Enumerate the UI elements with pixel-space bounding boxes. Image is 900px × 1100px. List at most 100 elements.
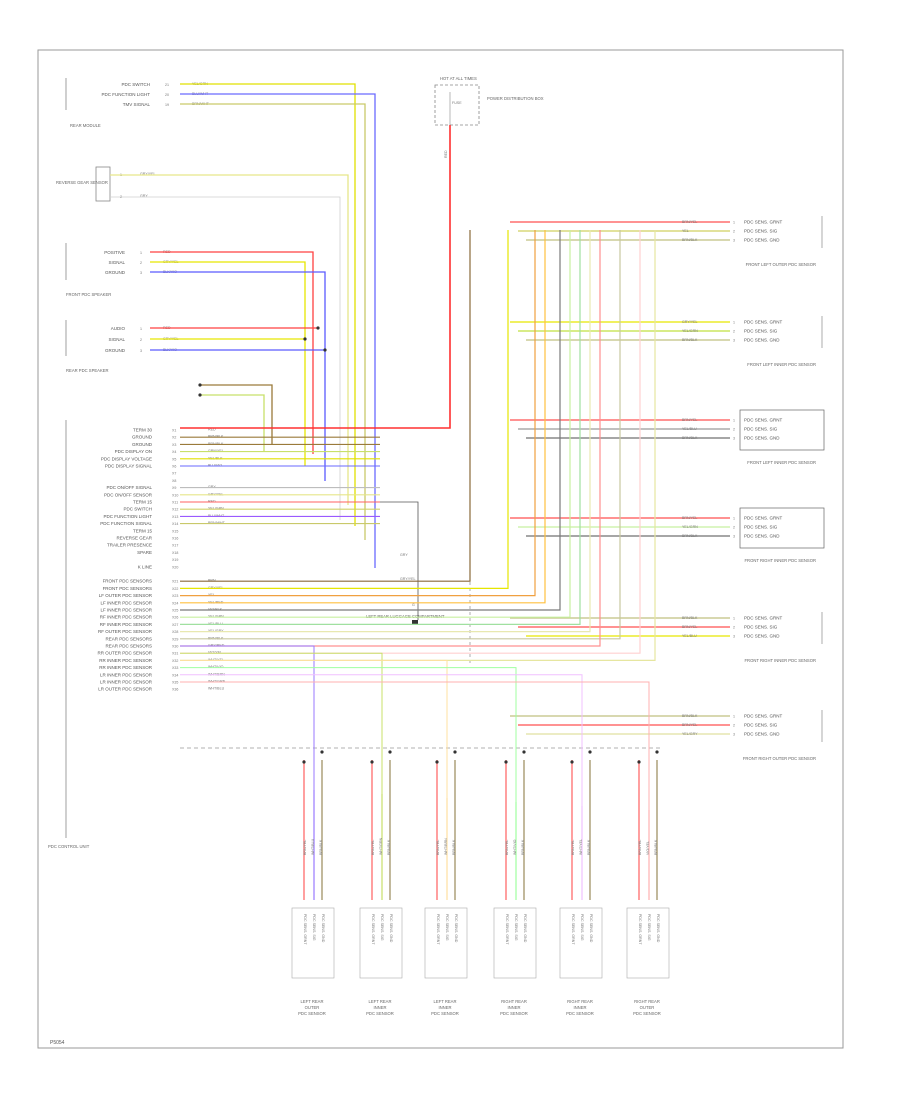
right-sensor-box xyxy=(739,409,825,451)
control-unit-pin-label: PDC DISPLAY SIGNAL xyxy=(105,464,153,469)
bottom-sensor-wire-label: BRN/YEL xyxy=(638,840,642,855)
bottom-sensor-caption: PDC SENSOR xyxy=(366,1011,394,1016)
bottom-sensor-caption: PDC SENSOR xyxy=(633,1011,661,1016)
right-sensor-pin-label: PDC SENS. GRNT xyxy=(744,320,783,325)
wire-bottom-sensor-route xyxy=(180,652,383,794)
bottom-sensor-wire-label: BRN/BLK xyxy=(521,839,525,855)
right-sensor-pin-number: 1 xyxy=(733,617,735,621)
right-sensor-pin-label: PDC SENS. GRNT xyxy=(744,616,783,621)
rear-module-pin-1: 20 xyxy=(165,93,169,97)
right-sensor-pin-number: 2 xyxy=(733,526,735,530)
right-sensor-wire-label: BRN/BLK xyxy=(682,338,698,342)
right-sensor-wire-label: BRN/YEL xyxy=(682,516,697,520)
wire-reverse-sensor-ground xyxy=(110,196,341,520)
right-sensor-pin-label: PDC SENS. SIG xyxy=(744,229,778,234)
control-unit-pin-number: X16 xyxy=(172,537,178,541)
bottom-sensor-caption: PDC SENSOR xyxy=(500,1011,528,1016)
right-sensor-pin-label: PDC SENS. GND xyxy=(744,338,780,343)
wire-sensor-feed xyxy=(180,230,641,654)
control-unit-pin-number: X28 xyxy=(172,630,178,634)
rear-speaker-label-2: GROUND xyxy=(105,348,126,353)
splice-point xyxy=(453,750,457,754)
right-sensor-wire-label: BRN/BLK xyxy=(682,534,698,538)
control-unit-pin-label: LR OUTER PDC SENSOR xyxy=(98,687,153,692)
splice-point xyxy=(504,760,508,764)
bottom-sensor-wire-label: WHT/VIO xyxy=(513,839,517,855)
page-label: P5054 xyxy=(50,1040,65,1046)
bottom-sensor-caption: INNER xyxy=(507,1005,520,1010)
control-unit-pin-label: TERM 15 xyxy=(133,528,153,533)
wire-front-speaker-gnd xyxy=(150,271,326,481)
bottom-sensor-caption: RIGHT REAR xyxy=(567,999,593,1004)
rear-speaker-label-0: AUDIO xyxy=(111,326,126,331)
splice-point xyxy=(435,760,439,764)
right-sensor-pin-number: 3 xyxy=(733,733,735,737)
bottom-sensor-pin-label: PDC SENS. GND xyxy=(454,914,458,943)
control-unit-pin-number: X24 xyxy=(172,601,178,605)
control-unit-pin-number: X3 xyxy=(172,443,176,447)
front-speaker-label-1: SIGNAL xyxy=(108,260,125,265)
control-unit-pin-number: X7 xyxy=(172,472,176,476)
splice-point xyxy=(522,750,526,754)
control-unit-pin-number: X26 xyxy=(172,616,178,620)
bottom-sensor-pin-label: PDC SENS. SIG xyxy=(514,914,518,941)
control-unit-pin-label: TERM 15 xyxy=(133,500,153,505)
wire-reverse-sensor-signal xyxy=(110,174,349,505)
control-unit-pin-label: PDC DISPLAY ON xyxy=(115,449,152,454)
splice-point xyxy=(323,348,327,352)
bottom-sensor-caption: INNER xyxy=(373,1005,386,1010)
wire-bottom-sensor-route xyxy=(180,681,650,810)
control-unit-pin-number: X14 xyxy=(172,522,178,526)
splice-point xyxy=(655,750,659,754)
right-sensor-pin-number: 1 xyxy=(733,517,735,521)
bottom-sensor-wire-label: BRN/YEL xyxy=(436,840,440,855)
control-unit-pin-number: X34 xyxy=(172,673,178,677)
right-sensor-caption: FRONT LEFT OUTER PDC SENSOR xyxy=(746,262,816,267)
control-unit-pin-label: PDC ON/OFF SIGNAL xyxy=(106,485,152,490)
right-sensor-pin-number: 2 xyxy=(733,230,735,234)
control-unit-pin-number: X25 xyxy=(172,609,178,613)
right-sensor-pin-number: 2 xyxy=(733,330,735,334)
splice-ground: G xyxy=(412,603,415,607)
control-unit-pin-number: X9 xyxy=(172,486,176,490)
right-sensor-pin-number: 3 xyxy=(733,239,735,243)
diagram-frame xyxy=(37,49,844,1049)
control-unit-pin-number: X33 xyxy=(172,666,178,670)
bottom-sensor-caption: LEFT REAR xyxy=(369,999,392,1004)
bottom-sensor-wire-label: BRN/BLK xyxy=(319,839,323,855)
bottom-sensor-pin-label: PDC SENS. SIG xyxy=(312,914,316,941)
bottom-sensor-caption: RIGHT REAR xyxy=(634,999,660,1004)
control-unit-pin-label: RR INNER PDC SENSOR xyxy=(99,665,153,670)
right-sensor-pin-number: 3 xyxy=(733,437,735,441)
fuse-name: FUSE xyxy=(452,101,462,105)
right-sensor-pin-label: PDC SENS. SIG xyxy=(744,427,778,432)
splice-wire-1: GRY/YEL xyxy=(400,577,416,581)
wire-sensor-feed xyxy=(180,230,561,611)
rear-module-caption: REAR MODULE xyxy=(70,123,101,128)
right-sensor-caption: FRONT RIGHT OUTER PDC SENSOR xyxy=(743,756,816,761)
bottom-sensor-pin-label: PDC SENS. GRNT xyxy=(303,914,307,945)
control-unit-pin-number: X30 xyxy=(172,645,178,649)
right-sensor-wire-label: YEL/GRN xyxy=(682,329,698,333)
bottom-sensor-pin-label: PDC SENS. GND xyxy=(389,914,393,943)
right-sensor-pin-label: PDC SENS. GRNT xyxy=(744,714,783,719)
wire-front-speaker-sig xyxy=(150,261,306,466)
right-sensor-wire-label: BRN/BLK xyxy=(682,714,698,718)
front-speaker-pin-1: 2 xyxy=(140,261,142,265)
right-sensor-pin-number: 3 xyxy=(733,635,735,639)
fuse-caption: HOT AT ALL TIMES xyxy=(440,76,477,81)
control-unit-pin-number: X6 xyxy=(172,465,176,469)
front-speaker-caption: FRONT PDC SPEAKER xyxy=(66,292,111,297)
bottom-sensor-caption: RIGHT REAR xyxy=(501,999,527,1004)
right-sensor-wire-label: GRY/YEL xyxy=(682,320,698,324)
rear-speaker-pin-2: 3 xyxy=(140,349,142,353)
control-unit-pin-number: X31 xyxy=(172,652,178,656)
control-unit-pin-number: X29 xyxy=(172,637,178,641)
connector-pin xyxy=(198,393,202,397)
splice-point xyxy=(370,760,374,764)
control-unit-pin-number: X32 xyxy=(172,659,178,663)
right-sensor-wire-label: YEL/GRY xyxy=(682,732,698,736)
